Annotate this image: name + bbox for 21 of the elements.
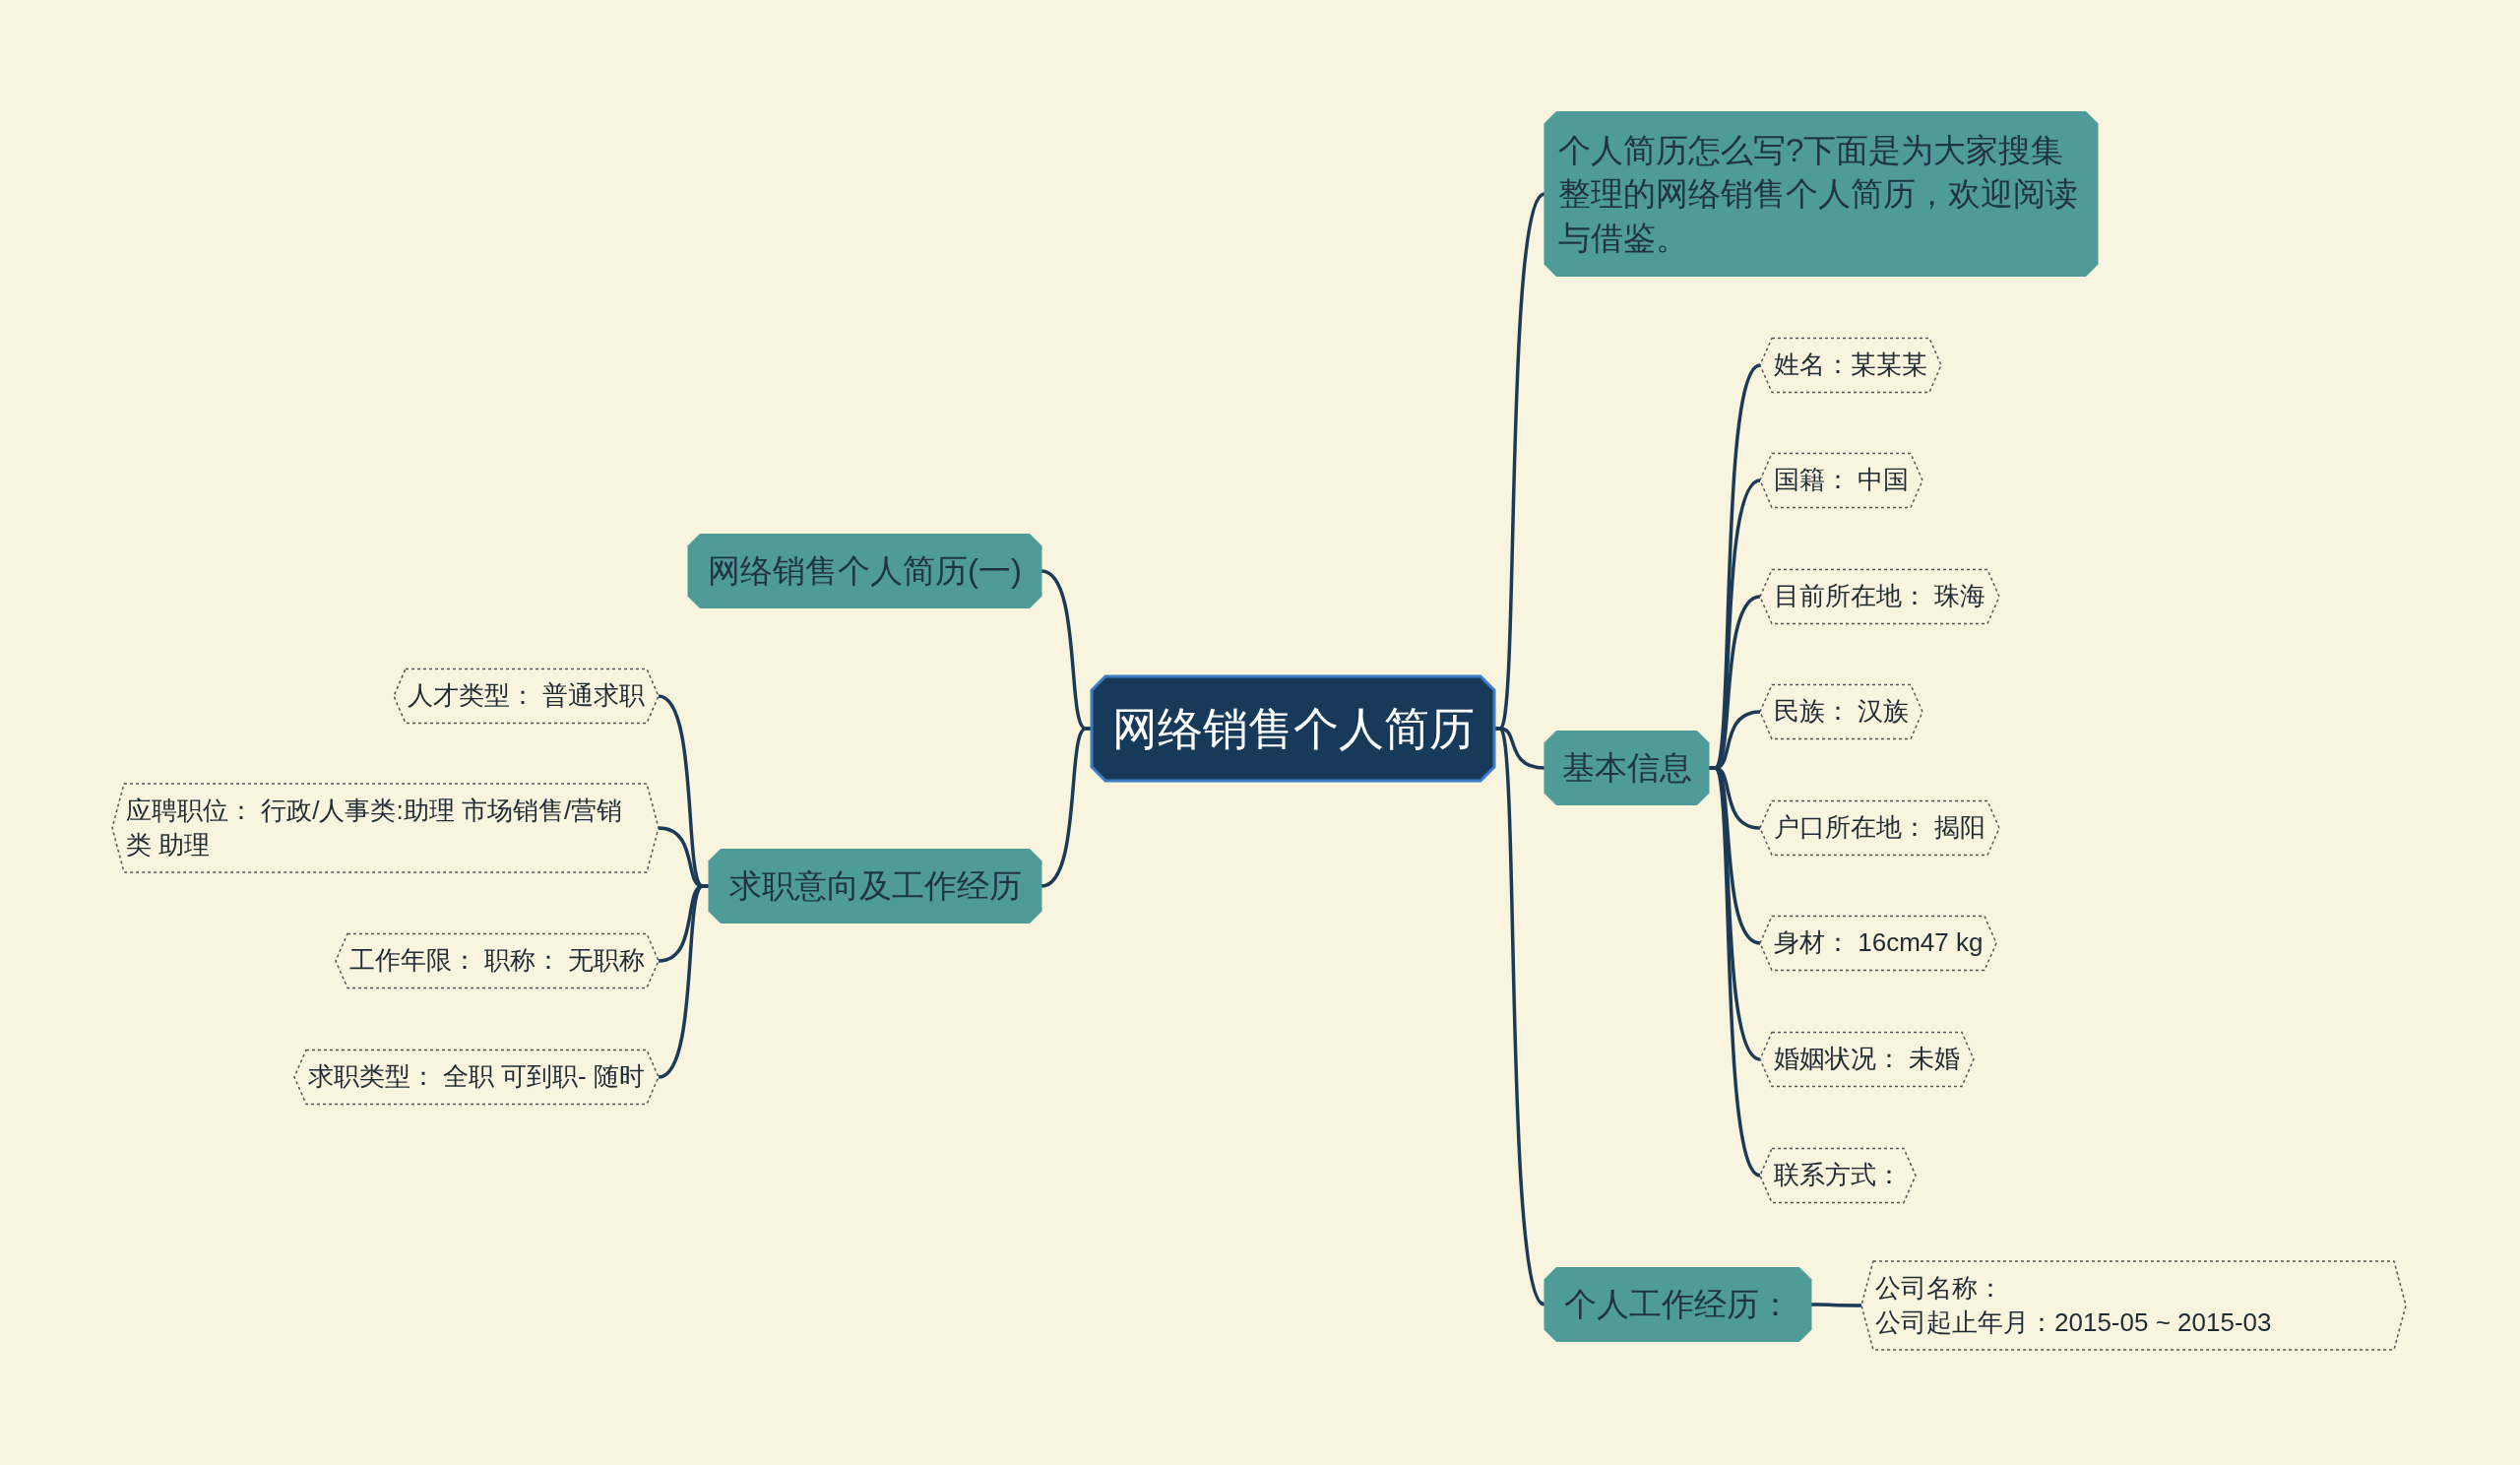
connector-line — [1811, 1303, 1861, 1307]
detail-box: 身材： 16cm47 kg — [1760, 916, 1997, 971]
topic-box: 网络销售个人简历(一) — [688, 534, 1041, 608]
detail-box: 国籍： 中国 — [1760, 453, 1923, 508]
detail-box: 户口所在地： 揭阳 — [1760, 800, 2000, 856]
topic-box: 个人简历怎么写?下面是为大家搜集整理的网络销售个人简历，欢迎阅读与借鉴。 — [1544, 111, 2098, 277]
detail-box: 民族： 汉族 — [1760, 684, 1923, 739]
topic-box: 个人工作经历： — [1544, 1267, 1811, 1342]
detail-box: 联系方式： — [1760, 1148, 1916, 1203]
central-topic-box: 网络销售个人简历 — [1092, 676, 1494, 781]
detail-box: 姓名：某某某 — [1760, 338, 1941, 393]
connector-line — [1040, 727, 1092, 888]
detail-box: 婚姻状况： 未婚 — [1760, 1032, 1975, 1087]
detail-box: 求职类型： 全职 可到职- 随时 — [293, 1050, 659, 1105]
topic-box: 求职意向及工作经历 — [709, 849, 1041, 924]
detail-box: 工作年限： 职称： 无职称 — [335, 933, 659, 988]
detail-box: 应聘职位： 行政/人事类:助理 市场销售/营销类 助理 — [112, 783, 659, 873]
detail-box: 人才类型： 普通求职 — [393, 669, 659, 724]
topic-box: 基本信息 — [1544, 731, 1709, 805]
detail-box: 公司名称： 公司起止年月：2015-05 ~ 2015-03 — [1861, 1260, 2406, 1351]
detail-box: 目前所在地： 珠海 — [1760, 569, 2000, 624]
